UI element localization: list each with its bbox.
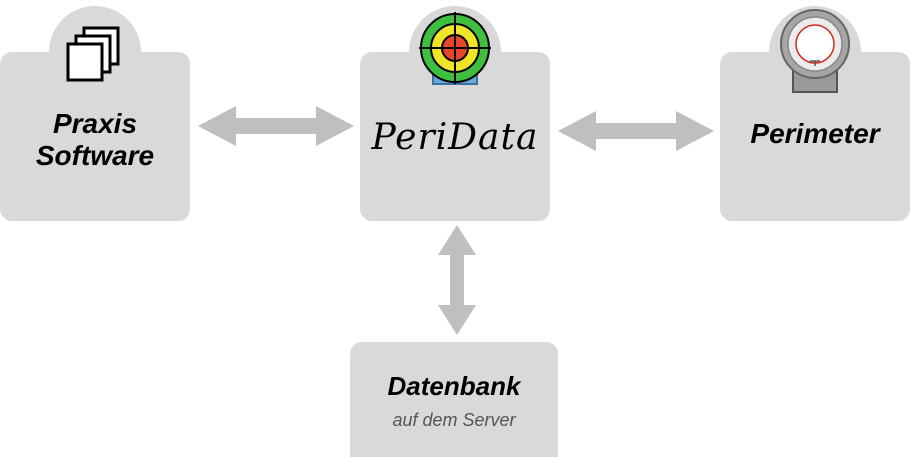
- datenbank-box: Datenbank auf dem Server: [350, 342, 558, 457]
- praxis-title-line2: Software: [35, 140, 155, 171]
- stacked-documents-icon: [66, 26, 120, 82]
- peridata-title: PeriData: [371, 117, 539, 158]
- praxis-software-title: Praxis Software: [0, 108, 190, 172]
- target-icon: [419, 12, 491, 85]
- datenbank-subtitle: auf dem Server: [392, 410, 516, 430]
- arrow-peridata-datenbank: [438, 225, 476, 335]
- perimeter-title: Perimeter: [750, 118, 880, 149]
- praxis-title-line1: Praxis: [52, 108, 138, 139]
- arrow-peridata-perimeter: [558, 111, 714, 151]
- datenbank-title: Datenbank: [387, 371, 521, 401]
- perimeter-device-icon: [780, 9, 850, 93]
- arrow-praxis-peridata: [198, 106, 354, 146]
